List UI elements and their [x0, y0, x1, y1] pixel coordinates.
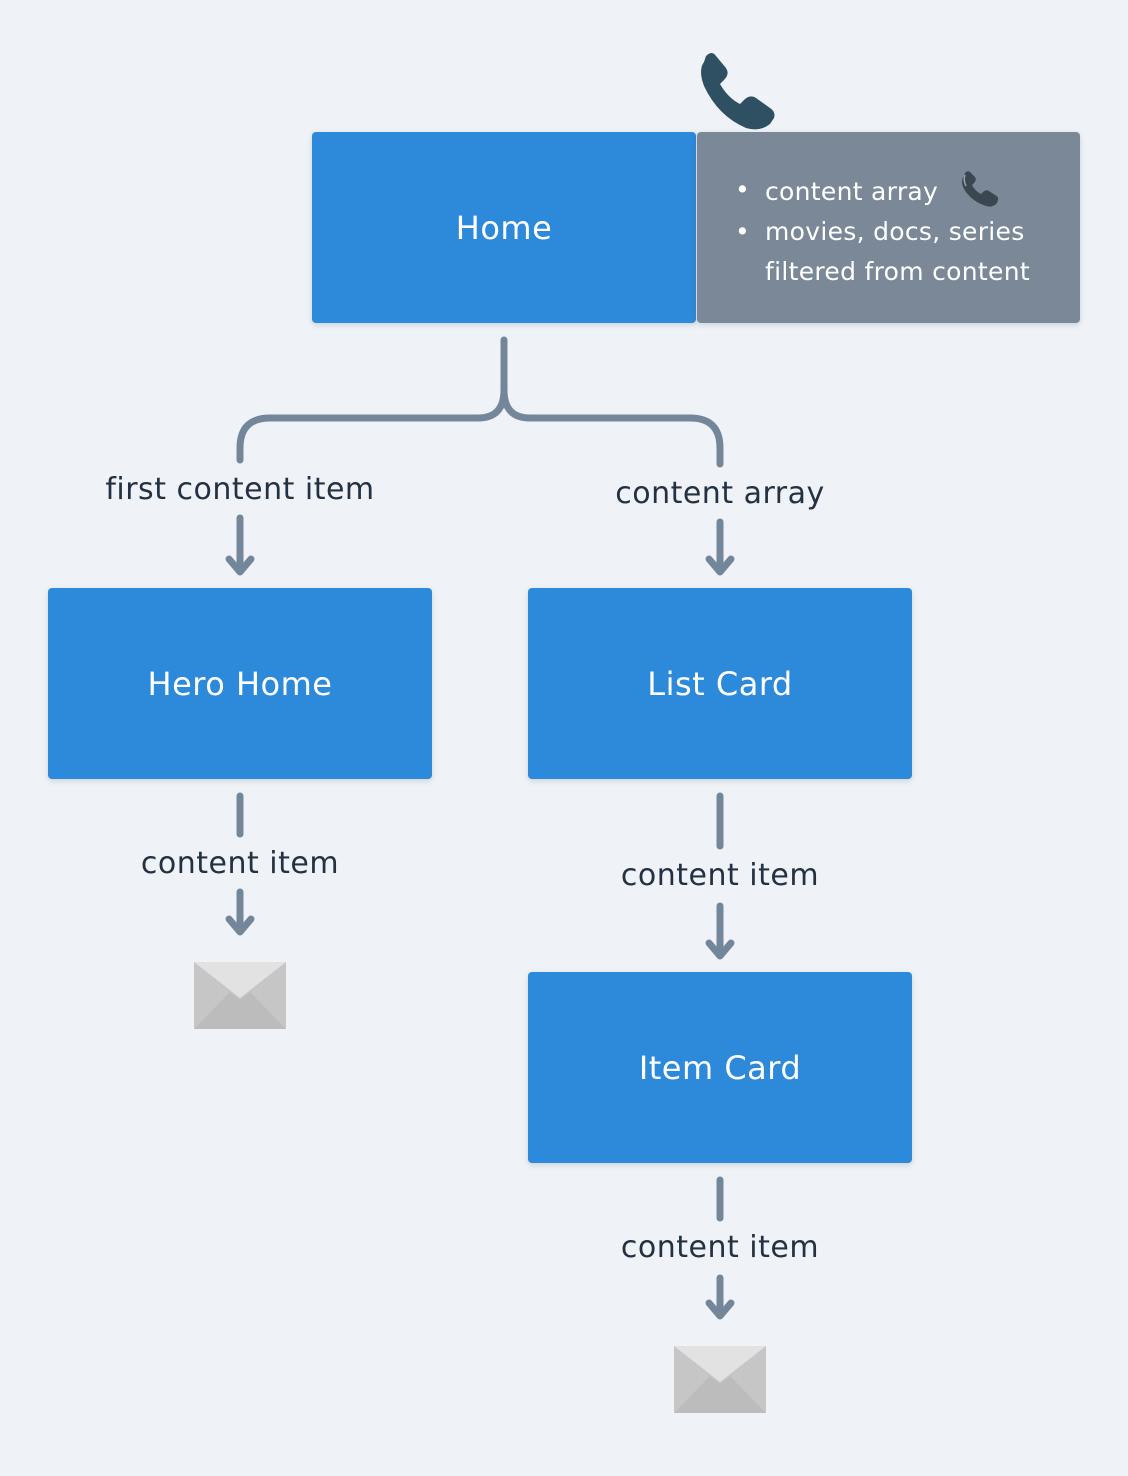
- home-branch-connector: [236, 336, 724, 468]
- home-node[interactable]: Home: [312, 132, 696, 323]
- edge-label-content-array: content array: [615, 476, 825, 511]
- list-card-node-label: List Card: [647, 664, 793, 703]
- bullet: •: [735, 175, 751, 204]
- edge-label-content-item: content item: [620, 858, 820, 893]
- list-card-node[interactable]: List Card: [528, 588, 912, 779]
- bullet: •: [735, 217, 751, 246]
- home-note-item-text: content array: [765, 177, 939, 206]
- home-note-item-text: movies, docs, series filtered from conte…: [765, 217, 1030, 286]
- phone-icon: [962, 171, 999, 207]
- hero-home-node[interactable]: Hero Home: [48, 588, 432, 779]
- home-node-label: Home: [455, 208, 553, 247]
- edge-label-content-item: content item: [140, 846, 340, 881]
- item-card-node[interactable]: Item Card: [528, 972, 912, 1163]
- home-note-item: • movies, docs, series filtered from con…: [735, 212, 1060, 292]
- home-note-item: • content array: [735, 170, 1060, 212]
- envelope-icon: [194, 962, 286, 1029]
- hero-home-node-label: Hero Home: [147, 664, 333, 703]
- phone-icon: [701, 53, 775, 130]
- envelope-icon: [674, 1346, 766, 1413]
- home-note-list: • content array • movies, docs, series f…: [735, 170, 1060, 292]
- home-note: • content array • movies, docs, series f…: [697, 132, 1080, 323]
- edge-label-content-item: content item: [620, 1230, 820, 1265]
- edge-label-first-content-item: first content item: [105, 472, 375, 507]
- item-card-node-label: Item Card: [638, 1048, 802, 1087]
